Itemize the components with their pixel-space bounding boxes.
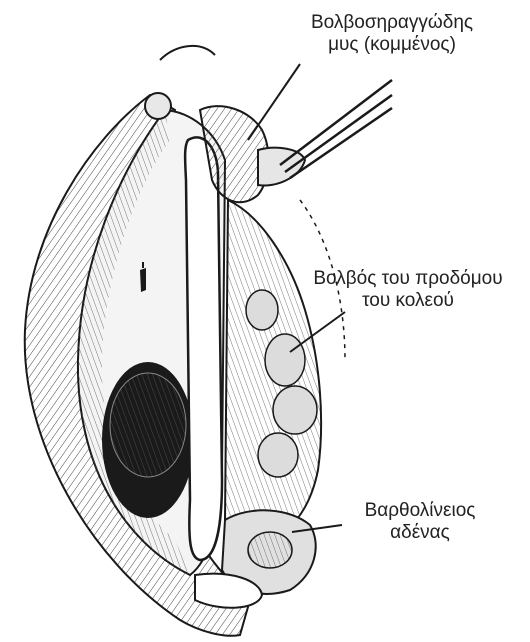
bartholin-lobule (248, 532, 292, 568)
retracted-labium (185, 137, 222, 560)
vaginal-folds (110, 373, 186, 477)
thigh-contour (160, 46, 215, 60)
forceps (280, 80, 392, 178)
label-vestibular-bulb-line2: του κολεού (288, 290, 528, 312)
leader-line-bulbospongiosus (248, 64, 300, 140)
label-bartholin-gland-line2: αδένας (320, 522, 520, 544)
label-bulbospongiosus: Βολβοσηραγγώδης μυς (κομμένος) (272, 12, 512, 56)
clitoris (145, 93, 171, 119)
label-vestibular-bulb: Βολβός του προδόμου του κολεού (288, 268, 528, 312)
label-vestibular-bulb-line1: Βολβός του προδόμου (288, 268, 528, 290)
cut-muscle-end (258, 148, 305, 186)
label-bulbospongiosus-line1: Βολβοσηραγγώδης (272, 12, 512, 34)
label-bartholin-gland: Βαρθολίνειος αδένας (320, 500, 520, 544)
label-bartholin-gland-line1: Βαρθολίνειος (320, 500, 520, 522)
urethral-opening (140, 268, 146, 292)
label-bulbospongiosus-line2: μυς (κομμένος) (272, 34, 512, 56)
